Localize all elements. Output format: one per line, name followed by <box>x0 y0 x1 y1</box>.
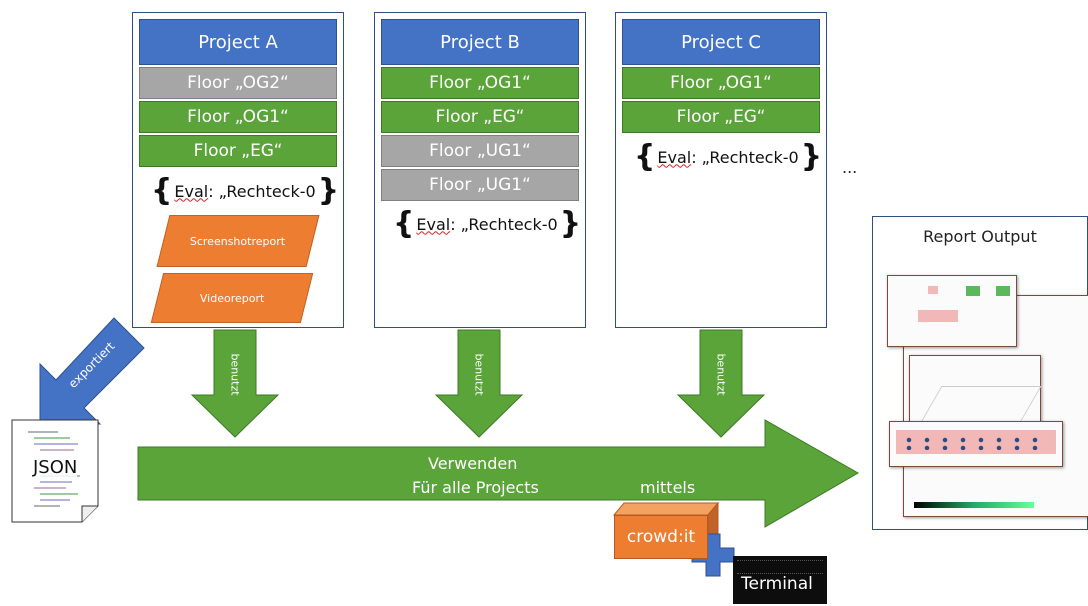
report-page-heatmap <box>889 421 1063 467</box>
main-right-arrow <box>137 419 860 528</box>
eval-value: : „Rechteck-0 <box>208 181 316 201</box>
eval-value: : „Rechteck-0 <box>691 147 799 167</box>
crowdit-label: crowd:it <box>626 527 696 547</box>
down-arrow-c-label: benutzt <box>714 353 728 396</box>
project-c-card: Project C Floor „OG1“ Floor „EG“ { Eval … <box>615 12 827 328</box>
report-floorplan <box>918 386 1042 426</box>
report-green-block-1 <box>966 286 980 296</box>
report-output-title: Report Output <box>923 227 1037 246</box>
project-b-floor-3: Floor „UG1“ <box>381 135 579 167</box>
json-label: JSON <box>33 457 78 478</box>
project-a-title: Project A <box>139 19 337 65</box>
project-c-eval: { Eval : „Rechteck-0 } <box>632 139 824 174</box>
project-a-floor-3: Floor „EG“ <box>139 135 337 167</box>
report-output-panel: Report Output <box>872 216 1088 530</box>
terminal-label: Terminal <box>741 574 813 594</box>
project-b-floor-1: Floor „OG1“ <box>381 67 579 99</box>
report-dots <box>900 436 1050 450</box>
eval-keyword: Eval <box>174 181 209 201</box>
down-arrow-a <box>190 329 280 438</box>
close-brace-icon: } <box>317 173 340 208</box>
project-a-eval: { Eval : „Rechteck-0 } <box>149 173 341 208</box>
terminal-window: Terminal <box>733 556 827 604</box>
project-c-floor-2: Floor „EG“ <box>622 101 820 133</box>
report-pink-block <box>928 286 938 294</box>
project-a-floor-2: Floor „OG1“ <box>139 101 337 133</box>
eval-keyword: Eval <box>416 214 451 234</box>
ellipsis: ... <box>842 158 858 177</box>
project-b-title: Project B <box>381 19 579 65</box>
crowdit-box-top <box>612 502 720 516</box>
project-c-floor-1: Floor „OG1“ <box>622 67 820 99</box>
report-green-block-2 <box>996 286 1010 296</box>
close-brace-icon: } <box>800 139 823 174</box>
down-arrow-c <box>676 329 766 438</box>
report-pink-area <box>918 310 958 322</box>
eval-keyword: Eval <box>657 147 692 167</box>
json-document-fold <box>81 505 98 522</box>
main-arrow-line3: mittels <box>640 478 696 497</box>
terminal-text-lines <box>737 560 823 574</box>
project-c-title: Project C <box>622 19 820 65</box>
project-b-card: Project B Floor „OG1“ Floor „EG“ Floor „… <box>374 12 586 328</box>
open-brace-icon: { <box>634 139 656 174</box>
crowdit-box: crowd:it <box>614 515 708 559</box>
project-b-eval: { Eval : „Rechteck-0 } <box>391 206 583 241</box>
open-brace-icon: { <box>151 173 173 208</box>
main-arrow-line2: Für alle Projects <box>412 478 539 497</box>
main-arrow-line1: Verwenden <box>428 454 518 473</box>
down-arrow-b <box>434 329 524 438</box>
eval-value: : „Rechteck-0 <box>450 214 558 234</box>
project-b-floor-2: Floor „EG“ <box>381 101 579 133</box>
down-arrow-a-label: benutzt <box>228 353 242 396</box>
open-brace-icon: { <box>393 206 415 241</box>
project-b-floor-4: Floor „UG1“ <box>381 169 579 201</box>
report-page-top <box>887 275 1017 347</box>
project-a-card: Project A Floor „OG2“ Floor „OG1“ Floor … <box>132 12 344 328</box>
close-brace-icon: } <box>559 206 582 241</box>
project-a-floor-1: Floor „OG2“ <box>139 67 337 99</box>
down-arrow-b-label: benutzt <box>472 353 486 396</box>
report-gradient-bar <box>914 502 1034 508</box>
